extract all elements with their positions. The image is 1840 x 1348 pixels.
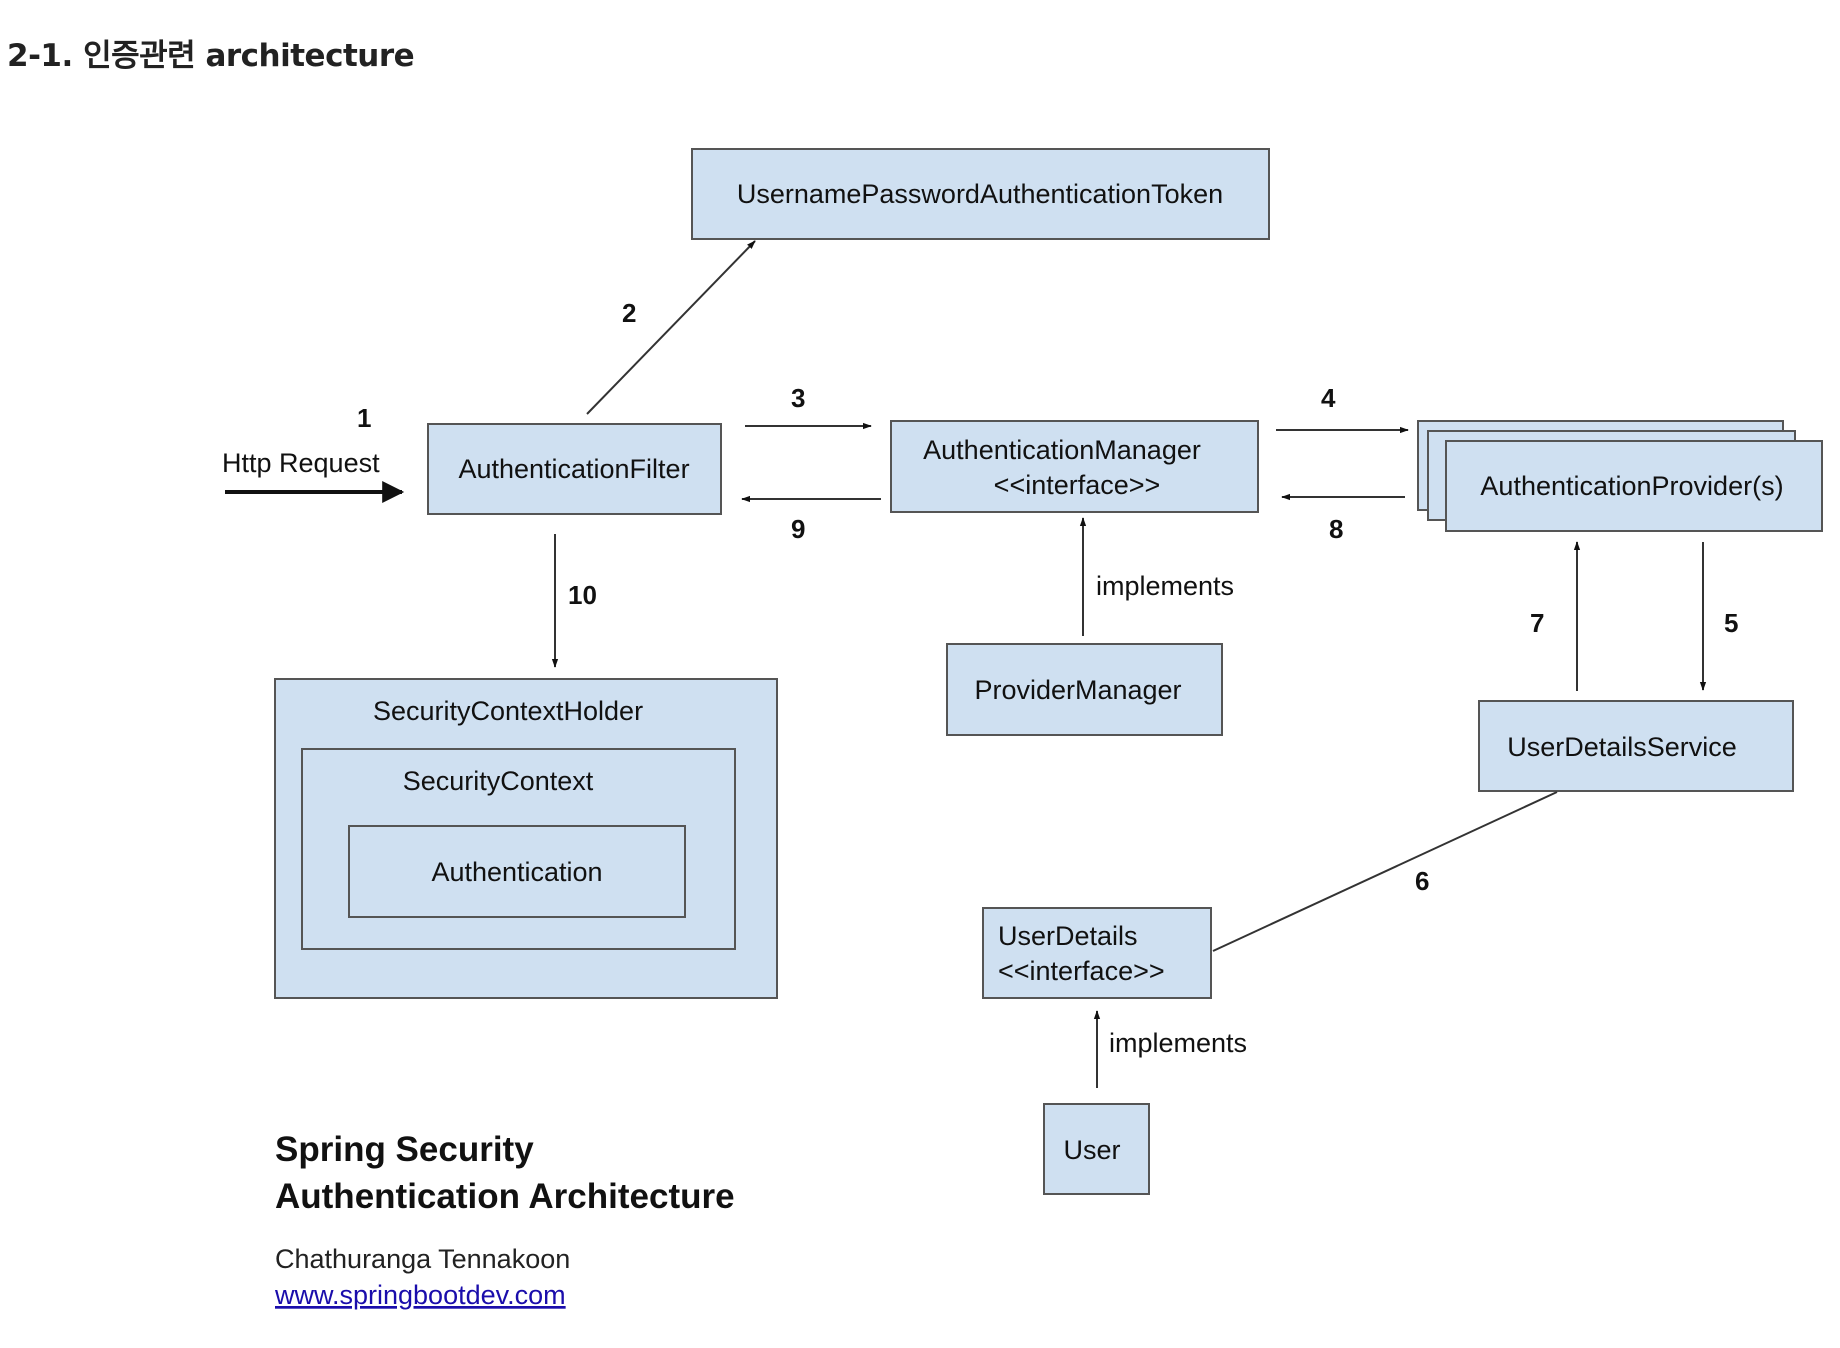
http-request-label: Http Request [222, 448, 380, 478]
author-name: Chathuranga Tennakoon [275, 1244, 570, 1274]
diagram-title-line2: Authentication Architecture [275, 1177, 735, 1216]
line-6-user-details [1212, 791, 1558, 952]
step-10: 10 [568, 580, 597, 610]
provider-stack-front [1445, 440, 1823, 532]
step-1: 1 [357, 403, 371, 433]
security-context-box: SecurityContext Authentication [301, 748, 736, 950]
authentication-box: Authentication [348, 825, 686, 918]
user-details-interface-label: <<interface>> [998, 956, 1165, 986]
diagram-title-line1: Spring Security [275, 1130, 534, 1169]
manager-interface-label: <<interface>> [994, 470, 1161, 500]
step-6: 6 [1415, 866, 1429, 896]
implements-user-label: implements [1109, 1028, 1247, 1058]
token-label: UsernamePasswordAuthenticationToken [737, 179, 1223, 209]
step-3: 3 [791, 383, 805, 413]
provider-label: AuthenticationProvider(s) [1480, 471, 1783, 501]
provider-manager-label: ProviderManager [974, 675, 1181, 705]
author-website-link[interactable]: www.springbootdev.com [274, 1280, 566, 1310]
authentication-filter-box: AuthenticationFilter [427, 423, 722, 515]
username-password-authentication-token-box: UsernamePasswordAuthenticationToken [691, 148, 1270, 240]
step-9: 9 [791, 514, 805, 544]
step-4: 4 [1321, 383, 1336, 413]
authentication-manager-box: AuthenticationManager <<interface>> [890, 420, 1259, 513]
user-box: User [1043, 1103, 1150, 1195]
user-details-box: UserDetails <<interface>> [982, 907, 1212, 999]
security-context-holder-box: SecurityContextHolder SecurityContext Au… [274, 678, 778, 999]
step-5: 5 [1724, 608, 1738, 638]
user-details-service-label: UserDetailsService [1507, 732, 1737, 762]
provider-manager-box: ProviderManager [946, 643, 1223, 736]
security-context-holder-label: SecurityContextHolder [373, 696, 643, 726]
security-context-label: SecurityContext [403, 766, 594, 796]
arrow-2-to-token [586, 240, 756, 415]
step-8: 8 [1329, 514, 1343, 544]
user-details-label: UserDetails [998, 921, 1138, 951]
step-7: 7 [1530, 608, 1544, 638]
authentication-provider-stack: AuthenticationProvider(s) [1417, 420, 1823, 532]
user-details-service-box: UserDetailsService [1478, 700, 1794, 792]
user-label: User [1063, 1135, 1120, 1165]
implements-manager-label: implements [1096, 571, 1234, 601]
step-2: 2 [622, 298, 636, 328]
page-heading: 2-1. 인증관련 architecture [7, 38, 415, 74]
manager-label: AuthenticationManager [923, 435, 1201, 465]
filter-label: AuthenticationFilter [458, 454, 689, 484]
authentication-label: Authentication [431, 857, 602, 887]
